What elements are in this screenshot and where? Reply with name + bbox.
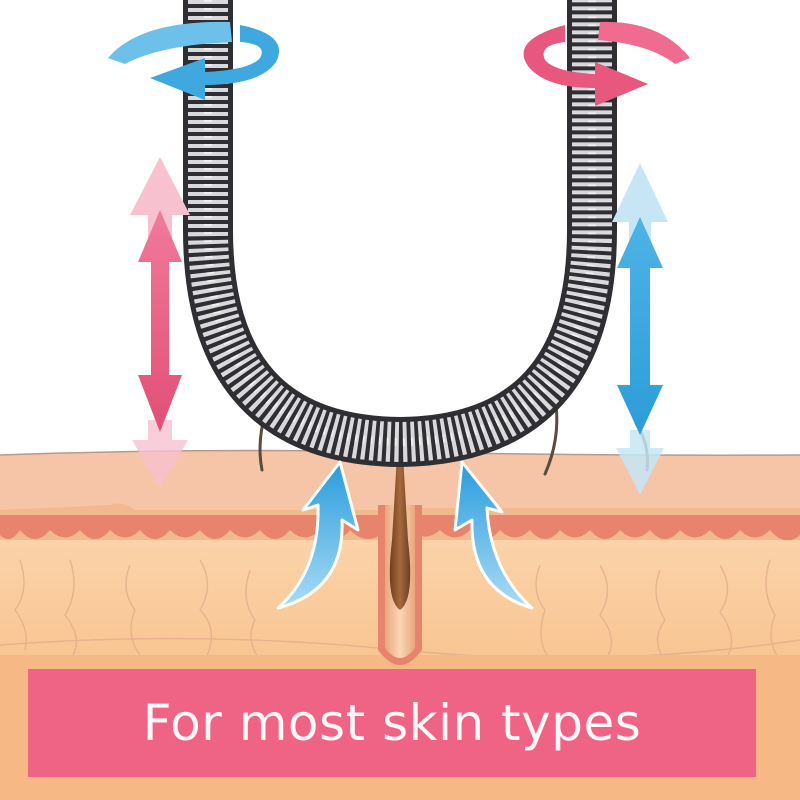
vertical-double-arrow-pink-icon (130, 157, 190, 488)
hair-follicle (378, 440, 422, 665)
rotate-counterclockwise-arrow-icon (108, 21, 280, 100)
vertical-double-arrow-blue-icon (612, 163, 668, 495)
caption-banner: For most skin types (28, 669, 756, 777)
curved-upward-arrow-right-icon (453, 460, 534, 610)
curved-upward-arrow-left-icon (276, 460, 360, 610)
caption-text: For most skin types (142, 694, 642, 752)
spring-coil (183, 0, 617, 468)
rotate-clockwise-arrow-icon (523, 21, 690, 106)
